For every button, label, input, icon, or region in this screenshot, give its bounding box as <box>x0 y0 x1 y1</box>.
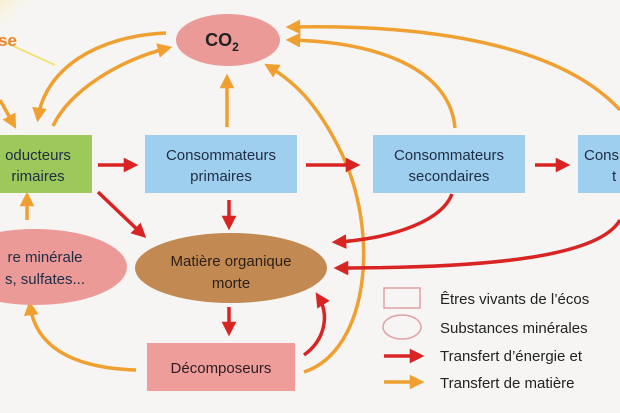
sun-icon <box>0 0 40 40</box>
secondary-consumers-line1: Consommateurs <box>394 147 504 164</box>
co2-subscript: 2 <box>232 40 239 54</box>
arrow-producers-to-co2 <box>51 43 173 127</box>
sun-label: se <box>0 31 17 50</box>
arrow-sun-to-producers <box>0 99 17 129</box>
co2-label: CO <box>205 30 232 50</box>
legend-item-minerals: Substances minérales <box>440 320 588 337</box>
node-dead-organic-matter: Matière organique morte <box>135 233 327 303</box>
decomposers-label: Décomposeurs <box>171 360 272 377</box>
legend-item-living: Êtres vivants de l’écos <box>440 291 589 308</box>
arrow-secondary-to-organic <box>331 193 454 249</box>
mineral-line1: re minérale <box>7 249 82 266</box>
organic-line1: Matière organique <box>171 253 292 270</box>
node-primary-consumers: Consommateurs primaires <box>145 135 297 193</box>
node-decomposers: Décomposeurs <box>147 343 295 391</box>
arrow-tertiary-to-co2 <box>285 19 620 112</box>
legend-ellipse-icon <box>382 314 422 340</box>
legend-rectangle-icon <box>383 287 421 309</box>
primary-consumers-line1: Consommateurs <box>166 147 276 164</box>
secondary-consumers-line2: secondaires <box>409 168 490 185</box>
primary-consumers-line2: primaires <box>190 168 252 185</box>
tertiary-consumers-line1: Cons <box>584 147 619 164</box>
arrow-tertiary-to-organic <box>333 219 620 276</box>
sun-ray <box>0 39 56 66</box>
arrow-producers-to-organic <box>96 190 147 239</box>
node-mineral-matter: re minérale s, sulfates... <box>0 229 127 305</box>
node-producers: oducteurs rimaires <box>0 135 92 193</box>
node-secondary-consumers: Consommateurs secondaires <box>373 135 525 193</box>
node-tertiary-consumers: Cons t <box>578 135 620 193</box>
legend: Êtres vivants de l’écos Substances minér… <box>382 287 589 392</box>
arrow-secondary-to-co2 <box>285 32 457 129</box>
producers-line1: oducteurs <box>5 147 71 164</box>
arrow-co2-to-producers <box>32 31 167 123</box>
mineral-line2: s, sulfates... <box>5 271 85 288</box>
organic-line2: morte <box>212 275 250 292</box>
arrow-decomposers-to-organic <box>302 292 330 357</box>
node-co2: CO2 <box>176 14 280 66</box>
producers-line2: rimaires <box>11 168 64 185</box>
arrow-decomposers-to-co2 <box>264 63 366 374</box>
arrow-decomposers-to-mineral <box>23 300 137 372</box>
svg-text:CO2: CO2 <box>205 30 239 54</box>
legend-item-energy: Transfert d’énergie et <box>440 348 583 365</box>
legend-item-matter: Transfert de matière <box>440 375 575 392</box>
tertiary-consumers-line2: t <box>612 168 617 185</box>
